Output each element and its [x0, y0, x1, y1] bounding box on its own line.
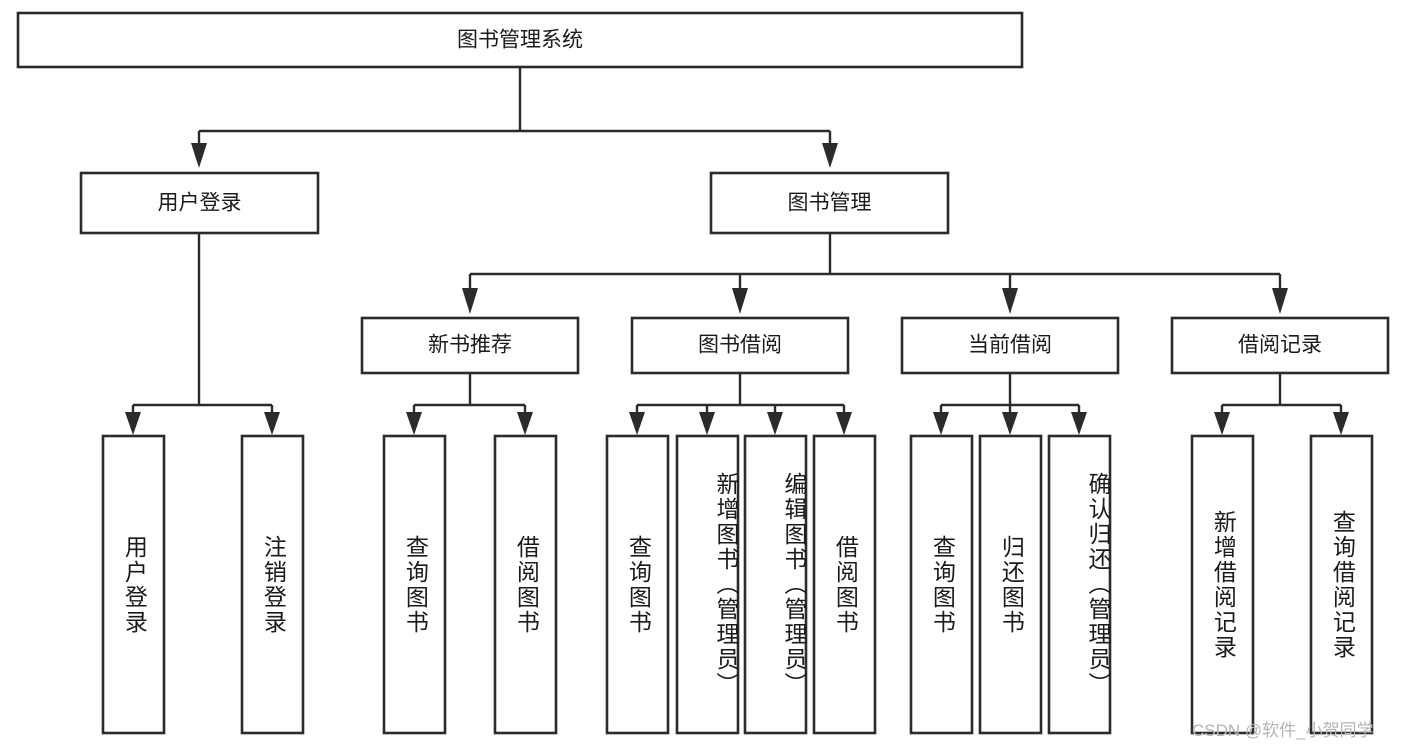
node-box-book-borrow[interactable]	[630, 316, 850, 375]
node-box-leaf-logout[interactable]	[240, 434, 305, 735]
node-label-current-borrow: 当前借阅	[968, 334, 1052, 357]
node-label-book-borrow: 图书借阅	[698, 334, 782, 357]
connector-group-root	[191, 67, 838, 168]
arrow-head-leaf-return-book	[1002, 412, 1018, 435]
arrow-head-leaf-add-book	[699, 412, 715, 435]
node-box-current-borrow[interactable]	[900, 316, 1120, 375]
node-label-book-mgmt: 图书管理	[788, 192, 872, 215]
connector-group-new-book-rec	[406, 373, 533, 435]
node-box-user-login[interactable]	[79, 171, 320, 235]
arrow-head-user-login	[191, 143, 207, 168]
node-box-book-mgmt[interactable]	[709, 171, 950, 235]
arrow-head-leaf-confirm-return	[1071, 412, 1087, 435]
arrow-head-leaf-query-record	[1333, 412, 1349, 435]
node-box-leaf-confirm-return[interactable]	[1047, 434, 1112, 735]
node-box-leaf-query-book-3[interactable]	[909, 434, 974, 735]
node-box-leaf-query-book-1[interactable]	[382, 434, 447, 735]
arrow-head-leaf-query-book-2	[629, 412, 645, 435]
node-box-leaf-query-book-2[interactable]	[605, 434, 670, 735]
arrow-head-leaf-user-login	[125, 412, 141, 435]
node-label-new-book-rec: 新书推荐	[428, 334, 512, 357]
node-label-user-login: 用户登录	[158, 192, 242, 215]
node-label-borrow-record: 借阅记录	[1238, 334, 1322, 357]
arrow-head-new-book-rec	[462, 288, 478, 314]
connector-group-user-login	[125, 233, 280, 435]
arrow-head-leaf-add-record	[1214, 412, 1230, 435]
node-box-borrow-record[interactable]	[1170, 316, 1390, 375]
node-box-leaf-edit-book[interactable]	[743, 434, 808, 735]
arrow-head-borrow-record	[1272, 288, 1288, 314]
connector-group-current-borrow	[933, 373, 1087, 435]
csdn-watermark: CSDN @软件_小贺同学	[1192, 721, 1374, 740]
connector-group-borrow-record	[1214, 373, 1349, 435]
arrow-head-book-mgmt	[822, 143, 838, 168]
node-box-leaf-query-record[interactable]	[1309, 434, 1374, 735]
arrow-head-current-borrow	[1002, 288, 1018, 314]
node-box-leaf-return-book[interactable]	[978, 434, 1043, 735]
connector-group-book-borrow	[629, 373, 852, 435]
arrow-head-leaf-borrow-book-2	[836, 412, 852, 435]
arrow-head-leaf-query-book-3	[933, 412, 949, 435]
node-label-root: 图书管理系统	[457, 29, 583, 52]
arrow-head-leaf-edit-book	[767, 412, 783, 435]
arrow-head-leaf-logout	[264, 412, 280, 435]
node-box-root[interactable]	[16, 11, 1024, 69]
node-box-new-book-rec[interactable]	[360, 316, 580, 375]
node-box-leaf-borrow-book-1[interactable]	[493, 434, 558, 735]
connector-group-book-mgmt	[462, 233, 1288, 314]
node-box-leaf-add-book[interactable]	[675, 434, 740, 735]
node-box-leaf-user-login[interactable]	[101, 434, 166, 735]
arrow-head-leaf-borrow-book-1	[517, 412, 533, 435]
node-box-leaf-borrow-book-2[interactable]	[812, 434, 877, 735]
arrow-head-leaf-query-book-1	[406, 412, 422, 435]
node-box-leaf-add-record[interactable]	[1190, 434, 1255, 735]
arrow-head-book-borrow	[732, 288, 748, 314]
